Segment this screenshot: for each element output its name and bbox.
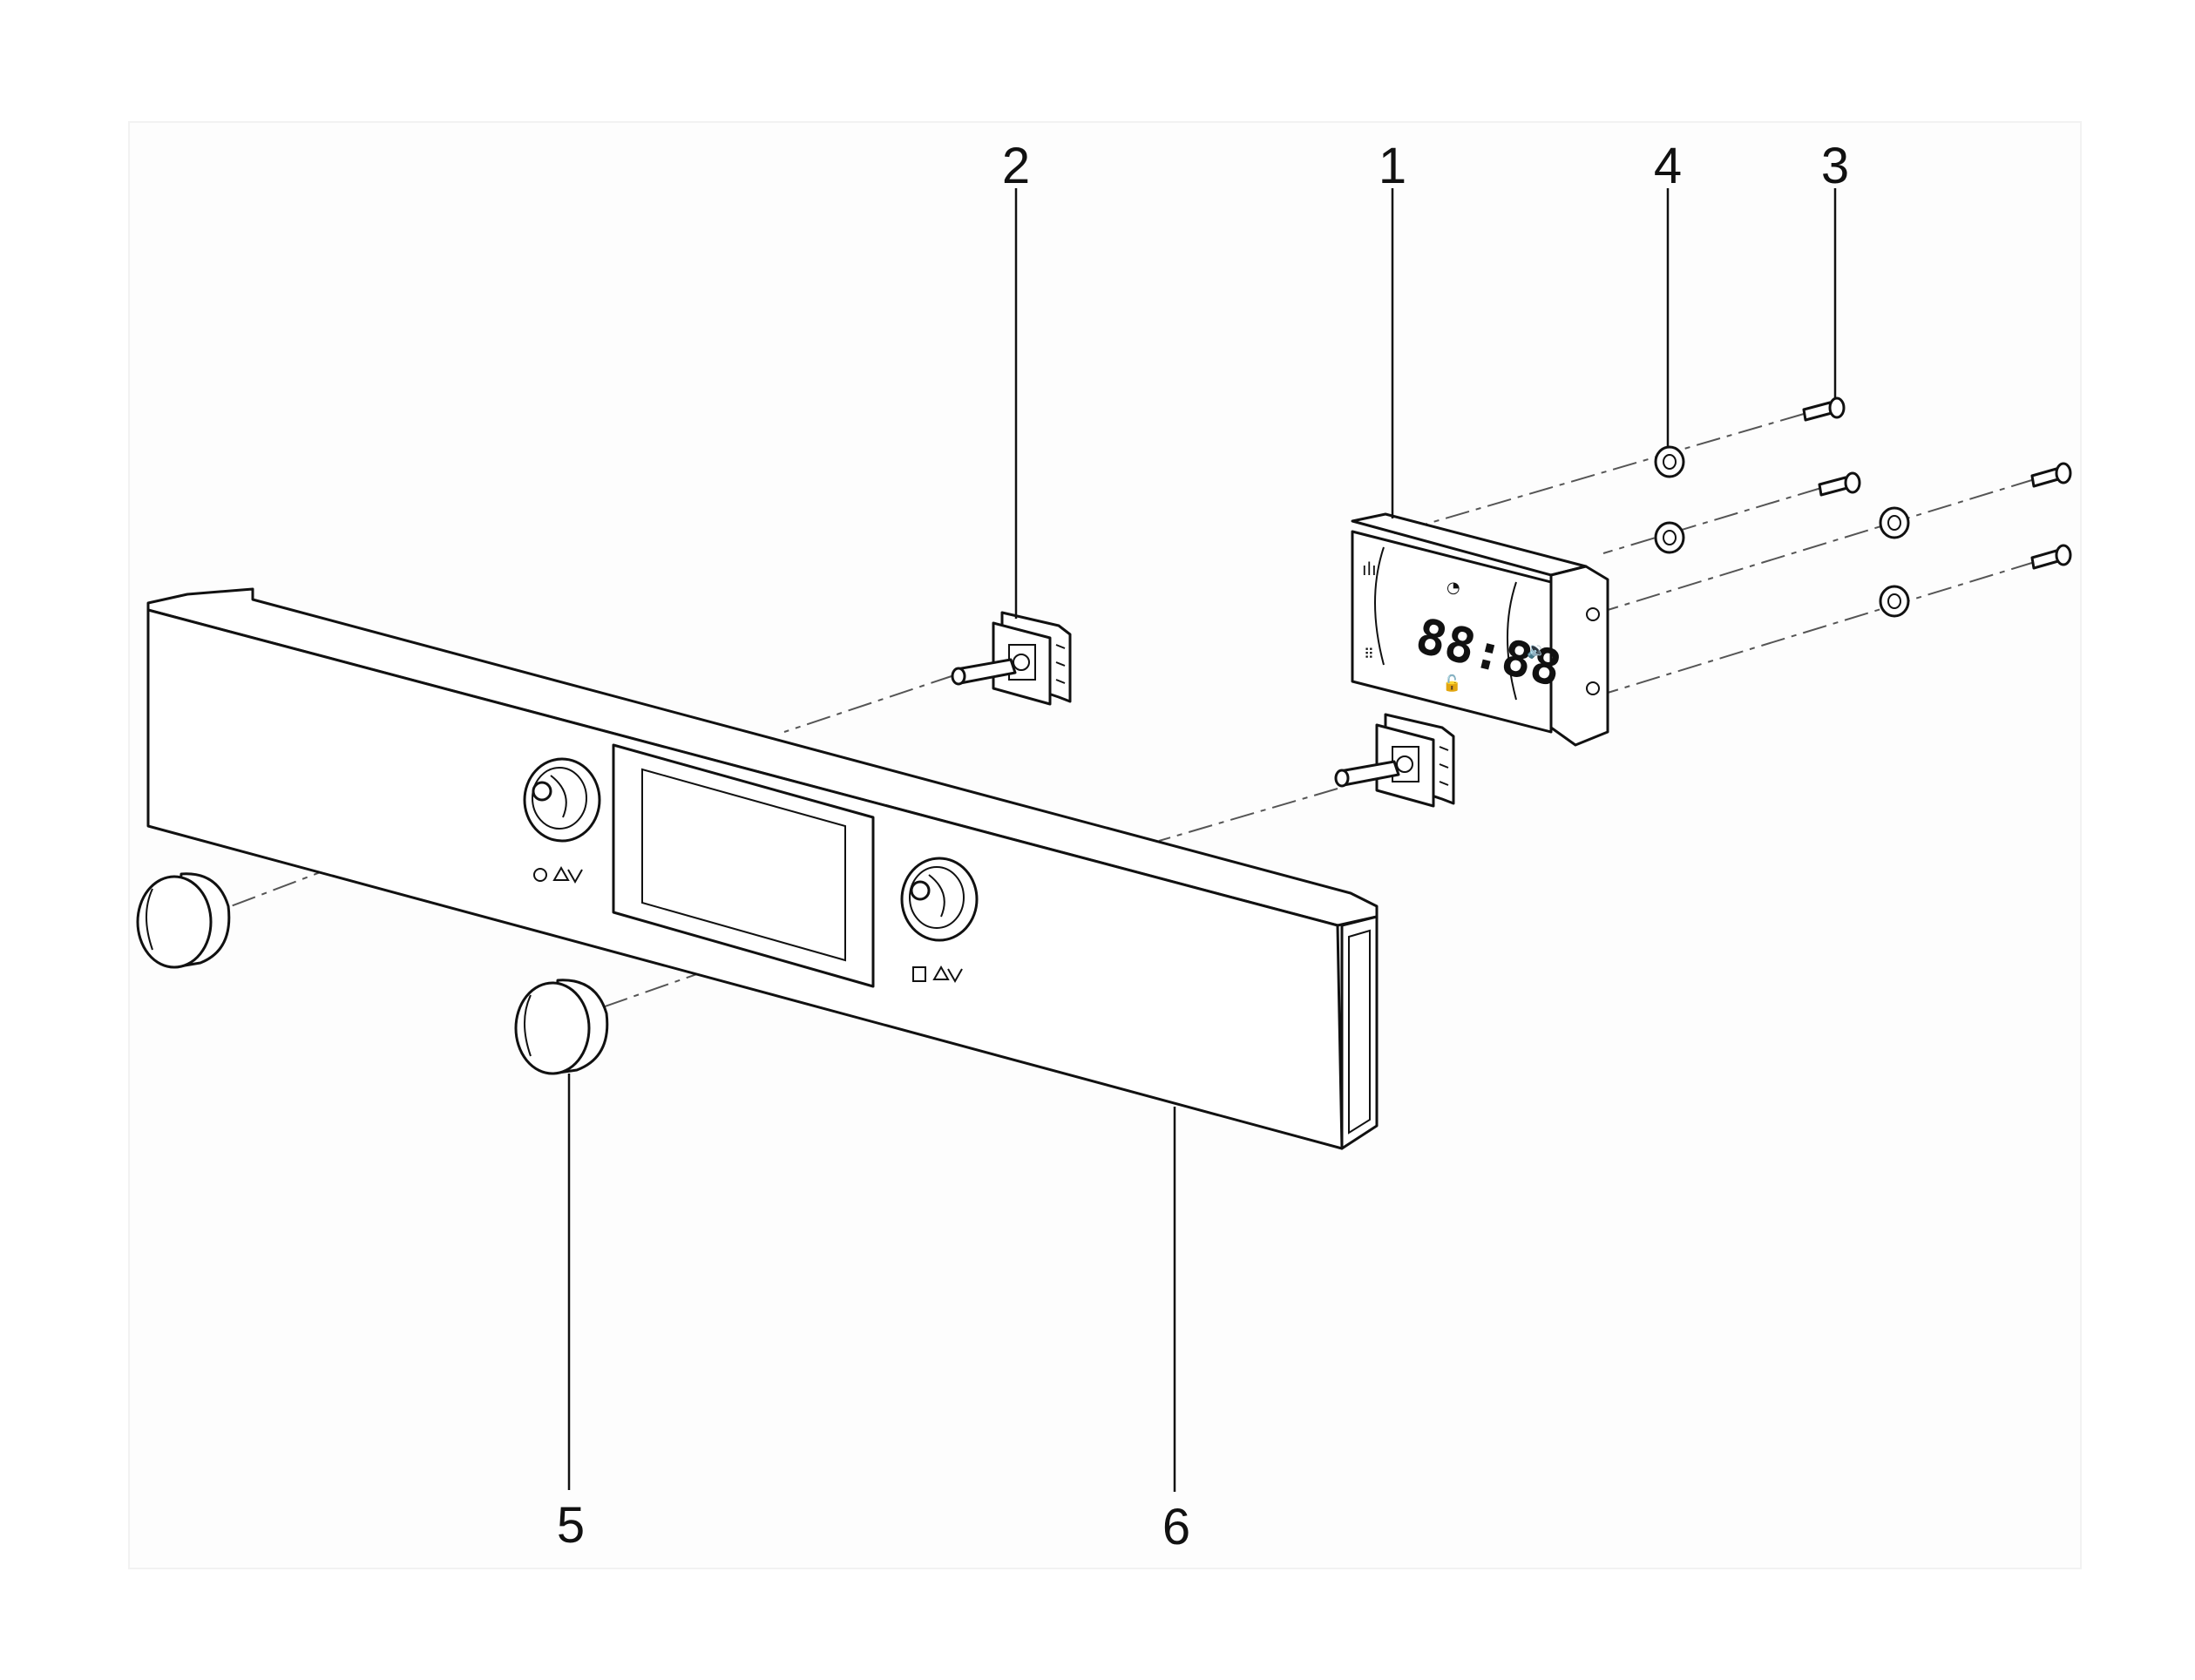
callout-1: 1 bbox=[1379, 138, 1406, 194]
callout-5: 5 bbox=[557, 1497, 585, 1554]
screw bbox=[1818, 471, 1861, 497]
module-timer-glyph: ◔ bbox=[1446, 579, 1460, 597]
washer bbox=[1879, 585, 1910, 618]
panel-display-window bbox=[612, 743, 875, 988]
module-dots-glyph: ⠿ bbox=[1364, 646, 1374, 662]
washer bbox=[1879, 506, 1910, 539]
leader-lines bbox=[567, 188, 1837, 1492]
module-sound-glyph: 🔉 bbox=[1527, 641, 1546, 660]
rotary-switch-lower bbox=[1334, 713, 1455, 808]
washers bbox=[1654, 445, 1910, 618]
panel-right-inner bbox=[1348, 929, 1371, 1135]
module-lock-glyph: 🔓 bbox=[1442, 674, 1461, 693]
screw bbox=[1802, 396, 1846, 422]
callout-3: 3 bbox=[1821, 138, 1849, 194]
right-knob-recess bbox=[900, 857, 979, 942]
washer bbox=[1654, 521, 1685, 554]
right-knob-symbols bbox=[912, 965, 963, 984]
control-knob-front bbox=[514, 979, 609, 1075]
control-knob-left bbox=[136, 872, 231, 969]
callout-labels: 1 2 3 4 5 6 bbox=[557, 138, 1849, 1555]
module-grill-glyph: ılı bbox=[1362, 559, 1377, 579]
rotary-switch-upper bbox=[951, 611, 1072, 706]
left-knob-recess bbox=[523, 757, 601, 843]
control-panel-fascia bbox=[146, 587, 1379, 1150]
callout-6: 6 bbox=[1162, 1499, 1190, 1555]
callout-2: 2 bbox=[1002, 138, 1030, 194]
panel-right-side bbox=[1340, 915, 1379, 1150]
screw bbox=[2030, 544, 2072, 570]
panel-display-glass bbox=[641, 768, 846, 962]
screws bbox=[1802, 396, 2072, 570]
callout-4: 4 bbox=[1654, 138, 1682, 194]
left-knob-symbols bbox=[533, 865, 583, 884]
screw bbox=[2030, 462, 2072, 488]
washer bbox=[1654, 445, 1685, 478]
display-control-module: 88:88 ılı ⠿ ◔ 🔓 🔉 bbox=[1351, 512, 1609, 747]
module-face bbox=[1351, 530, 1553, 734]
